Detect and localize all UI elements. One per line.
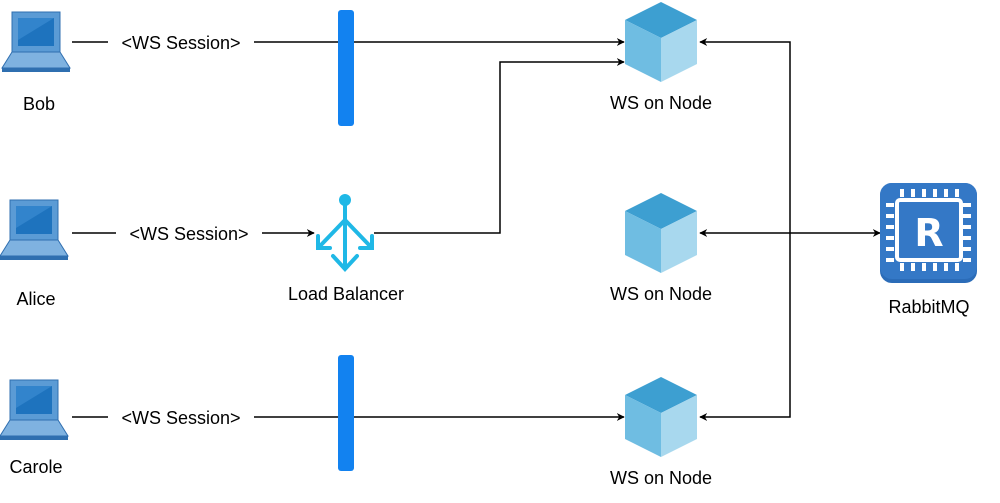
cube-icon bbox=[625, 193, 697, 273]
cube-icon bbox=[625, 377, 697, 457]
load-balancer: Load Balancer bbox=[288, 194, 404, 304]
node-label: WS on Node bbox=[610, 93, 712, 113]
edge-rabbitmq-node-1 bbox=[699, 38, 791, 233]
rabbitmq-label: RabbitMQ bbox=[888, 297, 969, 317]
ws-node-3: WS on Node bbox=[610, 377, 712, 488]
session-label: <WS Session> bbox=[129, 224, 248, 244]
rabbitmq-icon: R bbox=[880, 183, 977, 283]
client-label: Bob bbox=[23, 94, 55, 114]
node-label: WS on Node bbox=[610, 284, 712, 304]
session-label: <WS Session> bbox=[121, 33, 240, 53]
node-label: WS on Node bbox=[610, 468, 712, 488]
client-carole: Carole bbox=[0, 379, 69, 477]
ws-node-1: WS on Node bbox=[610, 2, 712, 113]
laptop-icon bbox=[0, 379, 69, 441]
laptop-icon bbox=[1, 11, 71, 73]
load-balancer-icon bbox=[316, 194, 374, 272]
client-label: Carole bbox=[9, 457, 62, 477]
divider-bar-top bbox=[338, 10, 354, 126]
client-alice: Alice bbox=[0, 199, 69, 309]
cube-icon bbox=[625, 2, 697, 82]
client-label: Alice bbox=[16, 289, 55, 309]
session-label: <WS Session> bbox=[121, 408, 240, 428]
ws-node-2: WS on Node bbox=[610, 193, 712, 304]
edge-load-balancer-to-node-1 bbox=[374, 58, 625, 234]
connection-edges bbox=[72, 38, 881, 421]
rabbitmq-glyph: R bbox=[914, 211, 943, 255]
rabbitmq-broker: R RabbitMQ bbox=[880, 183, 977, 317]
divider-bar-bottom bbox=[338, 355, 354, 471]
edge-rabbitmq-node-3 bbox=[699, 233, 791, 421]
client-bob: Bob bbox=[1, 11, 71, 114]
laptop-icon bbox=[0, 199, 69, 261]
load-balancer-label: Load Balancer bbox=[288, 284, 404, 304]
